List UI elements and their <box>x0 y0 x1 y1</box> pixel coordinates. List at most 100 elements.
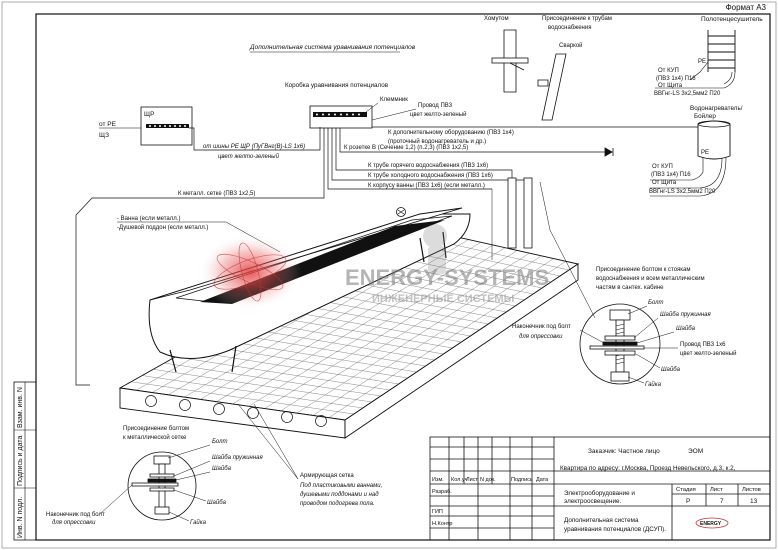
branch-bath-body: К корпусу ванны (ПВ3 1х6) (если металл.) <box>368 183 485 189</box>
rebar-2: Под пластиковыми ваннами, <box>300 483 382 489</box>
watermark-swirl-icon <box>213 242 287 302</box>
mesh-bolt-detail <box>127 451 197 521</box>
mesh-lug-1: Наконечник под болт <box>46 512 105 518</box>
mesh-spring-washer-label: Шайба пружинная <box>212 454 263 461</box>
rebar-1: Армирующая сетка <box>300 473 354 479</box>
mesh-washer-2-label: Шайба <box>207 499 227 506</box>
mesh-washer-label: Шайба <box>212 465 232 472</box>
rack-spring-washer-label: Шайба пружинная <box>660 311 711 318</box>
boiler-pv3: (ПВ3 1х4) П16 <box>651 172 691 178</box>
rack-bolt-icon <box>589 309 645 382</box>
side-label-signature: Подпись и дата <box>17 436 24 486</box>
side-stamp: Взам. инв. N Подпись и дата Инв. N подл. <box>13 381 37 541</box>
title-block <box>429 436 771 541</box>
tb-role-gip: ГИП <box>432 509 443 515</box>
inner-frame <box>35 13 771 541</box>
tb-sheets: 13 <box>750 498 758 505</box>
rack-title-2: водоснабжения и всем металлическим <box>596 276 705 282</box>
tb-logo-icon: ENERGY <box>695 517 729 529</box>
tb-section-1: Электрооборудование и <box>564 489 635 497</box>
pipe-title-1: Присоединение к трубам <box>542 16 612 22</box>
socket-diode-icon <box>604 147 614 157</box>
boiler-title-1: Водонагреватель/ <box>690 105 743 112</box>
tb-stage-header: Стадия <box>676 487 696 493</box>
tb-section-2: электроосвещение. <box>564 498 622 505</box>
bath-label-2: -Душевой поддон (если металл.) <box>117 224 208 231</box>
rack-bolt-label: Болт <box>648 300 664 306</box>
watermark-glow <box>198 234 302 310</box>
rack-wire-1: Провод ПВ3 1х6 <box>680 342 726 348</box>
tb-sheet: 7 <box>720 498 724 505</box>
boiler-icon <box>697 120 731 160</box>
pe-busbar <box>146 124 189 128</box>
bus-pe-line2: цвет желто-зеленый <box>218 153 280 160</box>
rack-nut-label: Гайка <box>645 381 662 388</box>
tb-col-izm: Изм. <box>432 477 444 483</box>
floor-slab <box>118 225 580 439</box>
rack-bolt-detail <box>579 303 661 385</box>
rack-washer-label: Шайба <box>676 325 696 332</box>
weld-pipe-icon <box>537 53 567 121</box>
tb-role-razrab: Разраб. <box>432 489 452 495</box>
terminal-label: Клеммник <box>380 97 408 103</box>
tb-col-ndok: N док. <box>480 477 496 483</box>
tb-col-podpis: Подпись <box>511 477 533 483</box>
rack-title-1: Присоединение болтом к стоякам <box>596 267 691 273</box>
watermark-figure-icon <box>423 224 447 274</box>
clamp-pipe-icon <box>491 29 529 93</box>
pipe-title-2: водоснабжения <box>548 25 591 31</box>
rack-washer-2-label: Шайба <box>661 366 681 373</box>
mesh-bolt-icon <box>131 455 179 515</box>
mesh-label: К металл. сетке (ПВ3 1х2,5) <box>178 191 255 197</box>
main-title: Дополнительная система уравнивания потен… <box>249 44 416 51</box>
watermark-title: ENERGY-SYSTEMS <box>345 265 549 290</box>
branch-equipment-line2: (проточный водонагреватель и др.) <box>388 138 486 145</box>
rack-wire-2: цвет желто-зеленый <box>680 350 736 357</box>
wire-pv3-line2: цвет желто-зеленый <box>410 111 466 118</box>
boiler-title-2: Бойлер <box>694 112 716 120</box>
bus-pe-line1: от шины PE ЩР (ПуГВнг(В)-LS 1х6) <box>203 144 305 150</box>
tb-col-list: Лист <box>466 477 478 483</box>
branch-hot-water: К трубе горячего водоснабжения (ПВ3 1х6) <box>368 163 488 169</box>
towel-pe-tag: PE <box>698 59 706 65</box>
tb-col-data: Дата <box>536 477 549 483</box>
tb-logo: ENERGY <box>700 521 722 527</box>
tb-drawing-1: Дополнительная система <box>564 517 639 524</box>
rack-title-3: частям в сантех. кабине <box>596 285 664 291</box>
clamp-label: Хомутом <box>484 16 509 22</box>
mesh-conn-1: Присоединение болтом <box>123 426 189 432</box>
tb-role-nkontr: Н.Контр <box>432 521 452 527</box>
side-label-inventory-replace: Взам. инв. N <box>17 387 24 428</box>
side-label-inventory: Инв. N подл. <box>17 497 24 538</box>
boiler-pe-tag: PE <box>701 150 709 156</box>
mesh-conn-2: к металлической сетке <box>123 434 187 441</box>
branch-socket: К розетке В (Сечение 1,2) (п.2,3) (ПВ3 1… <box>344 145 468 151</box>
rebar-3: душевыми поддонами и над <box>300 492 379 498</box>
wire-pv3-line1: Провод ПВ3 <box>418 103 453 109</box>
towel-vvg: ВВГнг-LS 3х2,5мм2 П20 <box>654 91 721 97</box>
rebar-4: проводом подогрева пола. <box>300 501 375 507</box>
tb-code: ЭОМ <box>688 448 703 455</box>
rack-lug-2: для опрессовки <box>519 334 563 340</box>
tb-col-koluch: Кол.уч <box>451 477 468 483</box>
tb-stage: Р <box>686 498 690 505</box>
tb-customer: Заказчик: Частное лицо <box>588 448 660 455</box>
shr-panel <box>140 106 193 146</box>
towel-ot-kup: От КУП <box>658 68 679 74</box>
tb-drawing-2: уравнивания потенциалов (ДСУП). <box>564 526 666 533</box>
mesh-nut-label: Гайка <box>190 519 207 526</box>
tb-sheets-header: Листов <box>742 487 761 493</box>
towel-title: Полотенцесушитель <box>701 16 763 23</box>
shch-label: ЩЗ <box>99 132 109 139</box>
boiler-vvg: ВВГнг-LS 3х2,5мм2 П20 <box>649 189 716 195</box>
shr-label: ЩР <box>144 111 154 118</box>
branch-equipment-line1: К дополнительному оборудованию (ПВ3 1х4) <box>388 130 514 136</box>
towel-dryer-icon <box>707 30 736 72</box>
towel-pv3: (ПВ3 1х4) П16 <box>656 76 696 82</box>
bath-label-1: - Ванна (если металл.) <box>117 216 180 222</box>
mesh-bolt-label: Болт <box>212 439 228 445</box>
tb-address: Квартира по адресу: г.Москва, Проезд Нев… <box>560 465 736 472</box>
boiler-ot-shch: От Щита <box>652 180 677 186</box>
